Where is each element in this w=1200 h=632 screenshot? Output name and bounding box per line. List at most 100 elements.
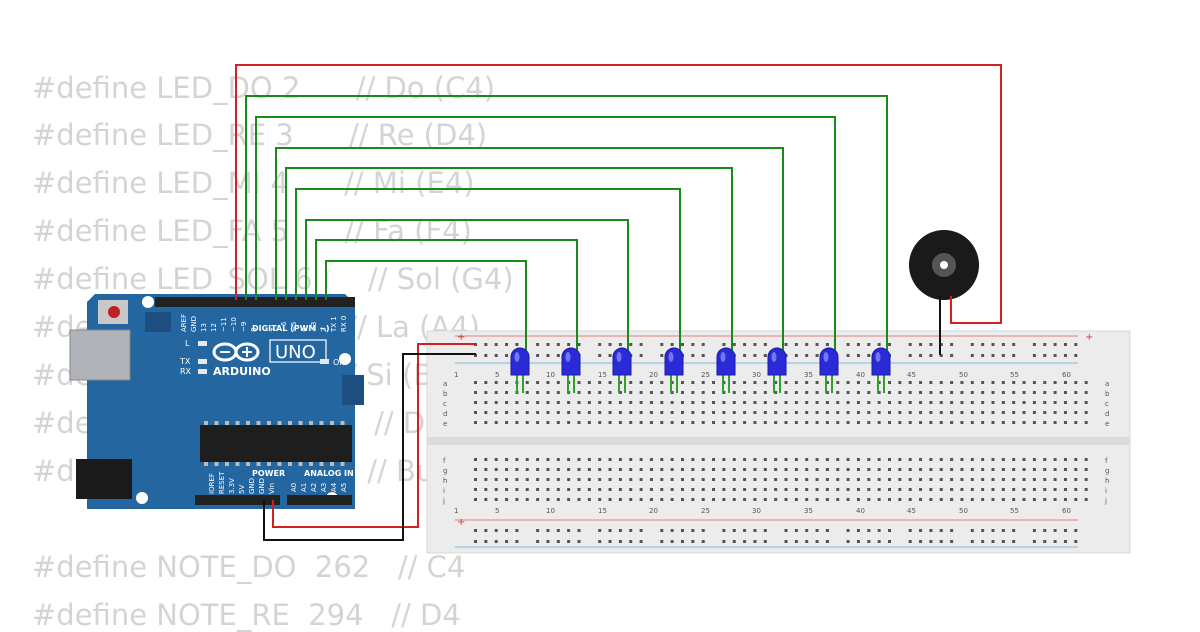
rail-plus-label-right: + (1085, 332, 1093, 343)
analog-pin-label: A2 (310, 483, 318, 492)
digital-pin-label: 7 (270, 328, 278, 332)
rail-plus-label: + (457, 332, 465, 343)
power-pin-label: 3.3V (228, 478, 236, 494)
led[interactable] (561, 347, 581, 393)
column-number: 45 (907, 507, 916, 515)
row-letter: h (443, 477, 447, 485)
microcontroller-pins (204, 421, 345, 466)
row-letter: a (443, 380, 447, 388)
rx-led-label: RX (180, 367, 192, 376)
analog-pin-label: A1 (300, 483, 308, 492)
column-number: 55 (1010, 371, 1019, 379)
row-letter: b (1105, 390, 1110, 398)
column-number: 15 (598, 371, 607, 379)
row-letter: d (443, 410, 447, 418)
digital-pin-label: ~3 (310, 322, 318, 332)
arduino-logo-icon (212, 342, 260, 362)
column-number: 10 (546, 371, 555, 379)
analog-pin-label: A3 (320, 483, 328, 492)
signal-wire[interactable] (285, 167, 733, 350)
column-number: 50 (959, 371, 968, 379)
power-pin-label: Vin (268, 483, 276, 494)
reset-button-cap[interactable] (108, 306, 120, 318)
row-letter: e (1105, 420, 1109, 428)
column-number: 30 (752, 371, 761, 379)
digital-pin-label: 12 (210, 323, 218, 332)
buzzer-wire[interactable] (235, 64, 1002, 324)
rail-plus-label-bottom: + (457, 517, 465, 528)
power-pin-label: 5V (238, 485, 246, 494)
row-letter: b (443, 390, 448, 398)
column-number: 20 (649, 371, 658, 379)
row-letter: g (1105, 467, 1109, 475)
buzzer (909, 230, 979, 300)
signal-wire[interactable] (275, 147, 784, 350)
row-letter: i (1105, 487, 1107, 495)
digital-pin-label: ~6 (280, 321, 288, 332)
code-line: #define LED_MI 4 // Mi (E4) (32, 166, 475, 200)
digital-pin-label: TX 1 (330, 316, 338, 333)
code-line: #define NOTE_RE 294 // D4 (32, 598, 461, 632)
column-number: 1 (454, 507, 458, 515)
digital-pin-label: ~9 (240, 322, 248, 332)
column-number: 25 (701, 371, 710, 379)
signal-wire[interactable] (255, 116, 836, 350)
column-number: 5 (495, 371, 499, 379)
row-letter: f (443, 457, 446, 465)
power-pin-label: GND (248, 478, 256, 494)
column-number: 5 (495, 507, 499, 515)
power-pin-label: RESET (218, 471, 226, 494)
signal-wire[interactable] (315, 239, 578, 350)
led[interactable] (871, 347, 891, 393)
row-letter: g (443, 467, 447, 475)
power-5v-wire[interactable] (272, 343, 476, 528)
l-led-label: L (185, 339, 190, 348)
column-number: 20 (649, 507, 658, 515)
led[interactable] (767, 347, 787, 393)
led[interactable] (716, 347, 736, 393)
column-number: 35 (804, 507, 813, 515)
column-number: 25 (701, 507, 710, 515)
digital-header-label: DIGITAL (PWM ~) (252, 324, 330, 333)
digital-pin-label: 13 (200, 323, 208, 332)
column-number: 35 (804, 371, 813, 379)
led[interactable] (510, 347, 530, 393)
column-number: 60 (1062, 371, 1071, 379)
led[interactable] (819, 347, 839, 393)
digital-pin-label: ~10 (230, 317, 238, 332)
digital-pin-label: AREF (180, 314, 188, 332)
signal-wire[interactable] (325, 260, 527, 350)
column-number: 10 (546, 507, 555, 515)
code-line: #define LED_DO 2 // Do (C4) (32, 71, 496, 105)
led[interactable] (664, 347, 684, 393)
row-letter: c (1105, 400, 1109, 408)
digital-pin-label: RX 0 (340, 316, 348, 332)
column-number: 40 (856, 371, 865, 379)
column-number: 1 (454, 371, 458, 379)
row-letter: a (1105, 380, 1109, 388)
signal-wire[interactable] (245, 95, 888, 350)
code-line: #define LED_SOL 6 // Sol (G4) (32, 262, 514, 296)
power-pin-label: IOREF (208, 473, 216, 494)
power-pin-label: GND (258, 478, 266, 494)
row-letter: f (1105, 457, 1108, 465)
column-number: 30 (752, 507, 761, 515)
analog-pin-label: A0 (290, 483, 298, 492)
arduino-brand: ARDUINO (213, 365, 271, 378)
led[interactable] (612, 347, 632, 393)
signal-wire[interactable] (305, 219, 629, 350)
on-led-label: ON (333, 358, 345, 367)
analog-pin-label: A4 (330, 482, 338, 492)
row-letter: i (443, 487, 445, 495)
row-letter: c (443, 400, 447, 408)
column-number: 40 (856, 507, 865, 515)
column-number: 55 (1010, 507, 1019, 515)
signal-wire[interactable] (295, 188, 681, 350)
ground-wire[interactable] (263, 353, 476, 541)
column-number: 60 (1062, 507, 1071, 515)
